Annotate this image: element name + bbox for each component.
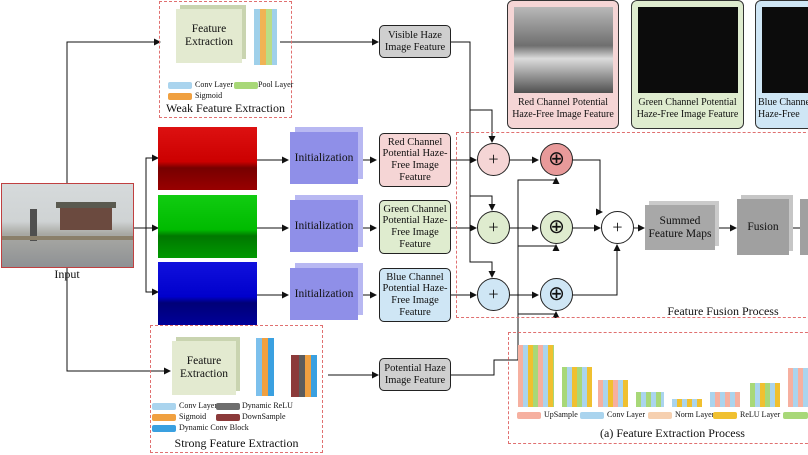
green-oplus-operator: ⊕ bbox=[540, 211, 573, 244]
blue-preview-caption: Blue Channel Haze-Free bbox=[758, 97, 808, 120]
potential-haze-feature: Potential Haze Image Feature bbox=[379, 358, 451, 391]
fusion-panel bbox=[456, 132, 808, 318]
sum-operator: + bbox=[601, 211, 634, 244]
strong-relu-legend: Dynamic ReLU bbox=[242, 401, 293, 410]
weak-conv-legend: Conv Layer bbox=[195, 80, 233, 89]
conv-legend: Conv Layer bbox=[607, 410, 645, 419]
strong-relu-legend-swatch bbox=[216, 403, 240, 410]
process-layer-7 bbox=[750, 383, 780, 407]
strong-conv-legend-swatch bbox=[152, 403, 176, 410]
input-image bbox=[1, 183, 134, 268]
strong-layer-stack bbox=[256, 338, 274, 396]
fusion-block: Fusion bbox=[737, 199, 789, 255]
red-oplus-operator: ⊕ bbox=[540, 143, 573, 176]
upsample-legend-swatch bbox=[517, 412, 541, 419]
conv-legend-swatch bbox=[580, 412, 604, 419]
red-initialization-block: Initialization bbox=[290, 132, 358, 184]
strong-conv-legend: Conv Layer bbox=[179, 401, 217, 410]
weak-feature-extraction-block: Feature Extraction bbox=[176, 9, 242, 63]
summed-feature-maps: Summed Feature Maps bbox=[645, 205, 715, 250]
red-preview-panel: Red Channel Potential Haze-Free Image Fe… bbox=[507, 0, 619, 129]
process-layer-8 bbox=[788, 368, 808, 407]
strong-downsample-legend-swatch bbox=[216, 414, 240, 421]
strong-downsample-legend: DownSample bbox=[242, 412, 286, 421]
blue-preview-panel: Blue Channel Haze-Free bbox=[755, 0, 808, 129]
red-channel-feature: Red Channel Potential Haze-Free Image Fe… bbox=[379, 133, 451, 187]
process-layer-4 bbox=[636, 392, 664, 407]
blue-channel-image bbox=[158, 262, 257, 325]
green-plus-operator: + bbox=[477, 211, 510, 244]
strong-dynconv-legend-swatch bbox=[152, 425, 176, 432]
weak-layer-stack bbox=[254, 9, 277, 65]
process-layer-2 bbox=[562, 367, 592, 407]
strong-sigmoid-legend-swatch bbox=[152, 414, 176, 421]
norm-legend-swatch bbox=[648, 412, 672, 419]
relu-legend-swatch bbox=[713, 412, 737, 419]
strong-extraction-title: Strong Feature Extraction bbox=[174, 436, 299, 450]
strong-extraction-panel bbox=[150, 325, 323, 453]
weak-pool-legend: Pool Layer bbox=[258, 80, 294, 89]
strong-feature-extraction-block: Feature Extraction bbox=[172, 341, 236, 395]
blue-channel-feature: Blue Channel Potential Haze-Free Image F… bbox=[379, 268, 451, 322]
blue-initialization-block: Initialization bbox=[290, 268, 358, 320]
strong-dynconv-legend: Dynamic Conv Block bbox=[179, 423, 249, 432]
fusion-output-block bbox=[800, 199, 808, 255]
green-preview-panel: Green Channel Potential Haze-Free Image … bbox=[631, 0, 744, 129]
upsample-legend: UpSample bbox=[544, 410, 578, 419]
extraction-process-title: (a) Feature Extraction Process bbox=[600, 426, 745, 440]
red-plus-operator: + bbox=[477, 143, 510, 176]
weak-sigmoid-legend-swatch bbox=[168, 93, 192, 100]
red-channel-image bbox=[158, 127, 257, 190]
strong-downsample-block bbox=[291, 355, 317, 397]
weak-conv-legend-swatch bbox=[168, 82, 192, 89]
green-preview-caption: Green Channel Potential Haze-Free Image … bbox=[636, 97, 739, 120]
weak-pool-legend-swatch bbox=[234, 82, 258, 89]
weak-sigmoid-legend: Sigmoid bbox=[195, 91, 223, 100]
blue-plus-operator: + bbox=[477, 278, 510, 311]
process-layer-3 bbox=[598, 380, 628, 407]
red-preview-caption: Red Channel Potential Haze-Free Image Fe… bbox=[512, 97, 614, 120]
extraction-process-panel bbox=[508, 332, 808, 444]
relu-legend: ReLU Layer bbox=[740, 410, 781, 419]
input-label: Input bbox=[54, 267, 80, 281]
green-channel-image bbox=[158, 195, 257, 258]
process-layer-5 bbox=[672, 399, 702, 407]
blue-oplus-operator: ⊕ bbox=[540, 278, 573, 311]
green-initialization-block: Initialization bbox=[290, 200, 358, 252]
extra-legend-swatch bbox=[783, 412, 808, 419]
process-layer-6 bbox=[710, 392, 740, 407]
strong-sigmoid-legend: Sigmoid bbox=[179, 412, 207, 421]
fusion-process-label: Feature Fusion Process bbox=[667, 304, 779, 318]
green-channel-feature: Green Channel Potential Haze-Free Image … bbox=[379, 200, 451, 254]
visible-haze-feature: Visible Haze Image Feature bbox=[379, 25, 451, 58]
norm-legend: Norm Layer bbox=[675, 410, 715, 419]
process-layer-1 bbox=[518, 345, 554, 407]
weak-extraction-title: Weak Feature Extraction bbox=[166, 101, 285, 115]
weak-extraction-panel bbox=[159, 1, 292, 118]
